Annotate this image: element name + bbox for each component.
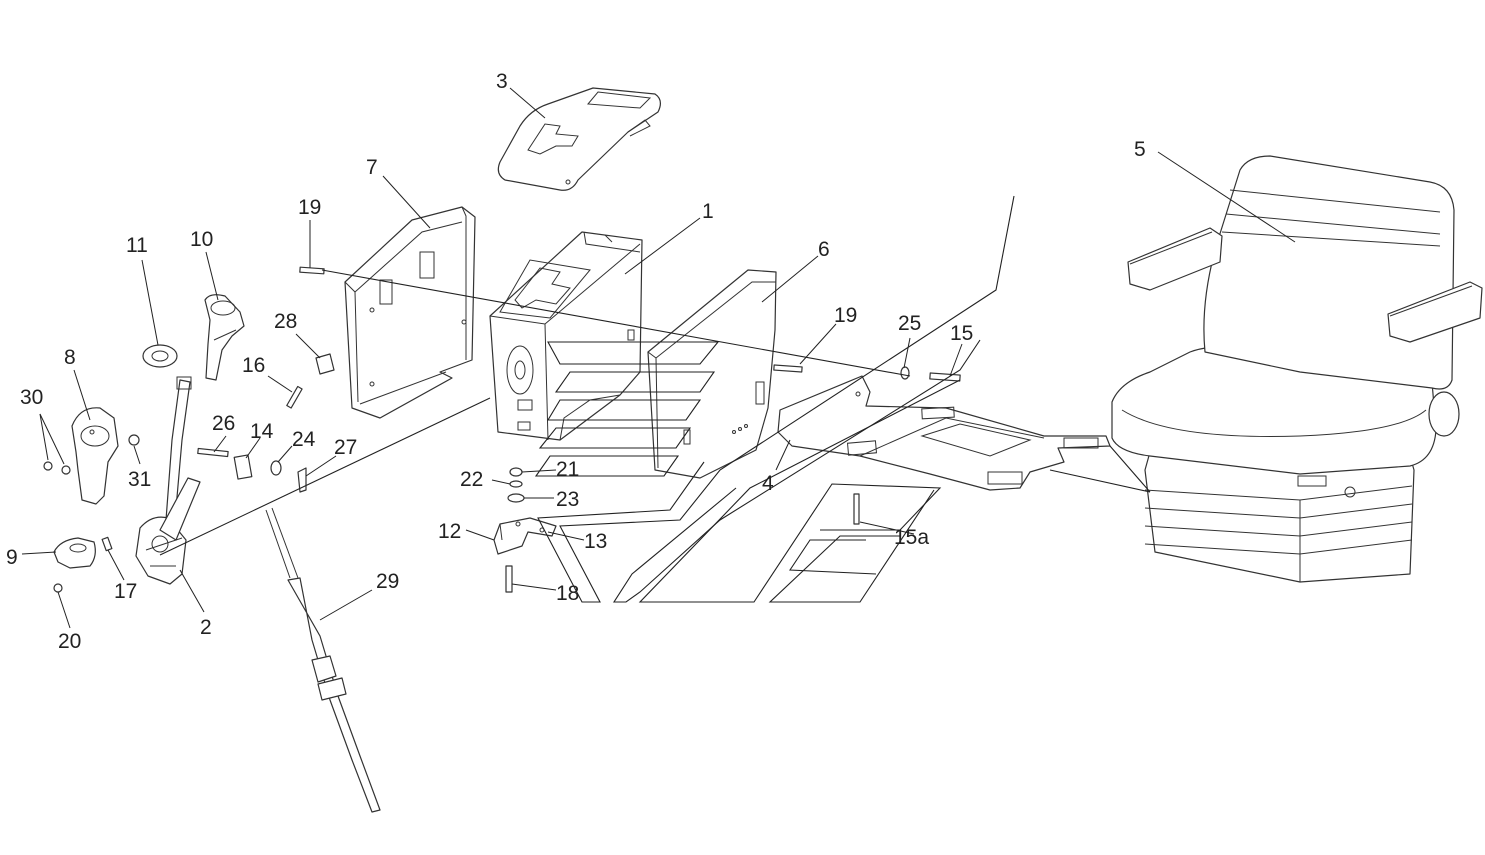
callout-16: 16 [242,354,265,377]
callout-24: 24 [292,428,316,451]
part-7-side-panel [344,206,476,419]
callout-15a: 15a [894,526,929,549]
callout-19-right: 19 [834,304,857,327]
callout-29: 29 [376,570,399,593]
callout-12: 12 [438,520,461,543]
part-11-ring [142,344,178,368]
callout-28: 28 [274,310,297,333]
callout-4: 4 [762,472,774,495]
callout-20: 20 [58,630,81,653]
callout-10: 10 [190,228,213,251]
callout-25: 25 [898,312,921,335]
callout-3: 3 [496,70,508,93]
part-3-gate-cover [497,87,661,191]
callout-22: 22 [460,468,483,491]
part-8-gear-knob [71,407,119,505]
part-10-lever-bracket [204,294,245,381]
callout-23: 23 [556,488,579,511]
callout-15: 15 [950,322,973,345]
callout-7: 7 [366,156,378,179]
part-1-central-housing [489,231,643,441]
callout-27: 27 [334,436,357,459]
callout-8: 8 [64,346,76,369]
part-12-13-bracket [493,517,557,555]
part-5-operator-seat [1111,155,1483,583]
callout-30: 30 [20,386,43,409]
callout-26: 26 [212,412,235,435]
callout-18: 18 [556,582,579,605]
callout-13: 13 [584,530,607,553]
callout-labels: 1 2 3 4 5 6 7 8 9 10 11 12 13 14 15 15a … [6,70,1146,653]
callout-6: 6 [818,238,830,261]
part-9-collar [53,537,96,569]
leader-lines [21,87,1296,629]
callout-31: 31 [128,468,151,491]
callout-5: 5 [1134,138,1146,161]
part-4-mounting-plate [777,375,1111,491]
callout-14: 14 [250,420,274,443]
callout-11: 11 [126,234,148,257]
callout-17: 17 [114,580,137,603]
assembly-axis-lines [159,195,1151,603]
callout-21: 21 [556,458,579,481]
callout-9: 9 [6,546,18,569]
part-29-control-cable [265,507,381,813]
callout-19-top: 19 [298,196,321,219]
part-2-gear-lever-assembly [135,376,201,585]
callout-1: 1 [702,200,714,223]
callout-2: 2 [200,616,212,639]
